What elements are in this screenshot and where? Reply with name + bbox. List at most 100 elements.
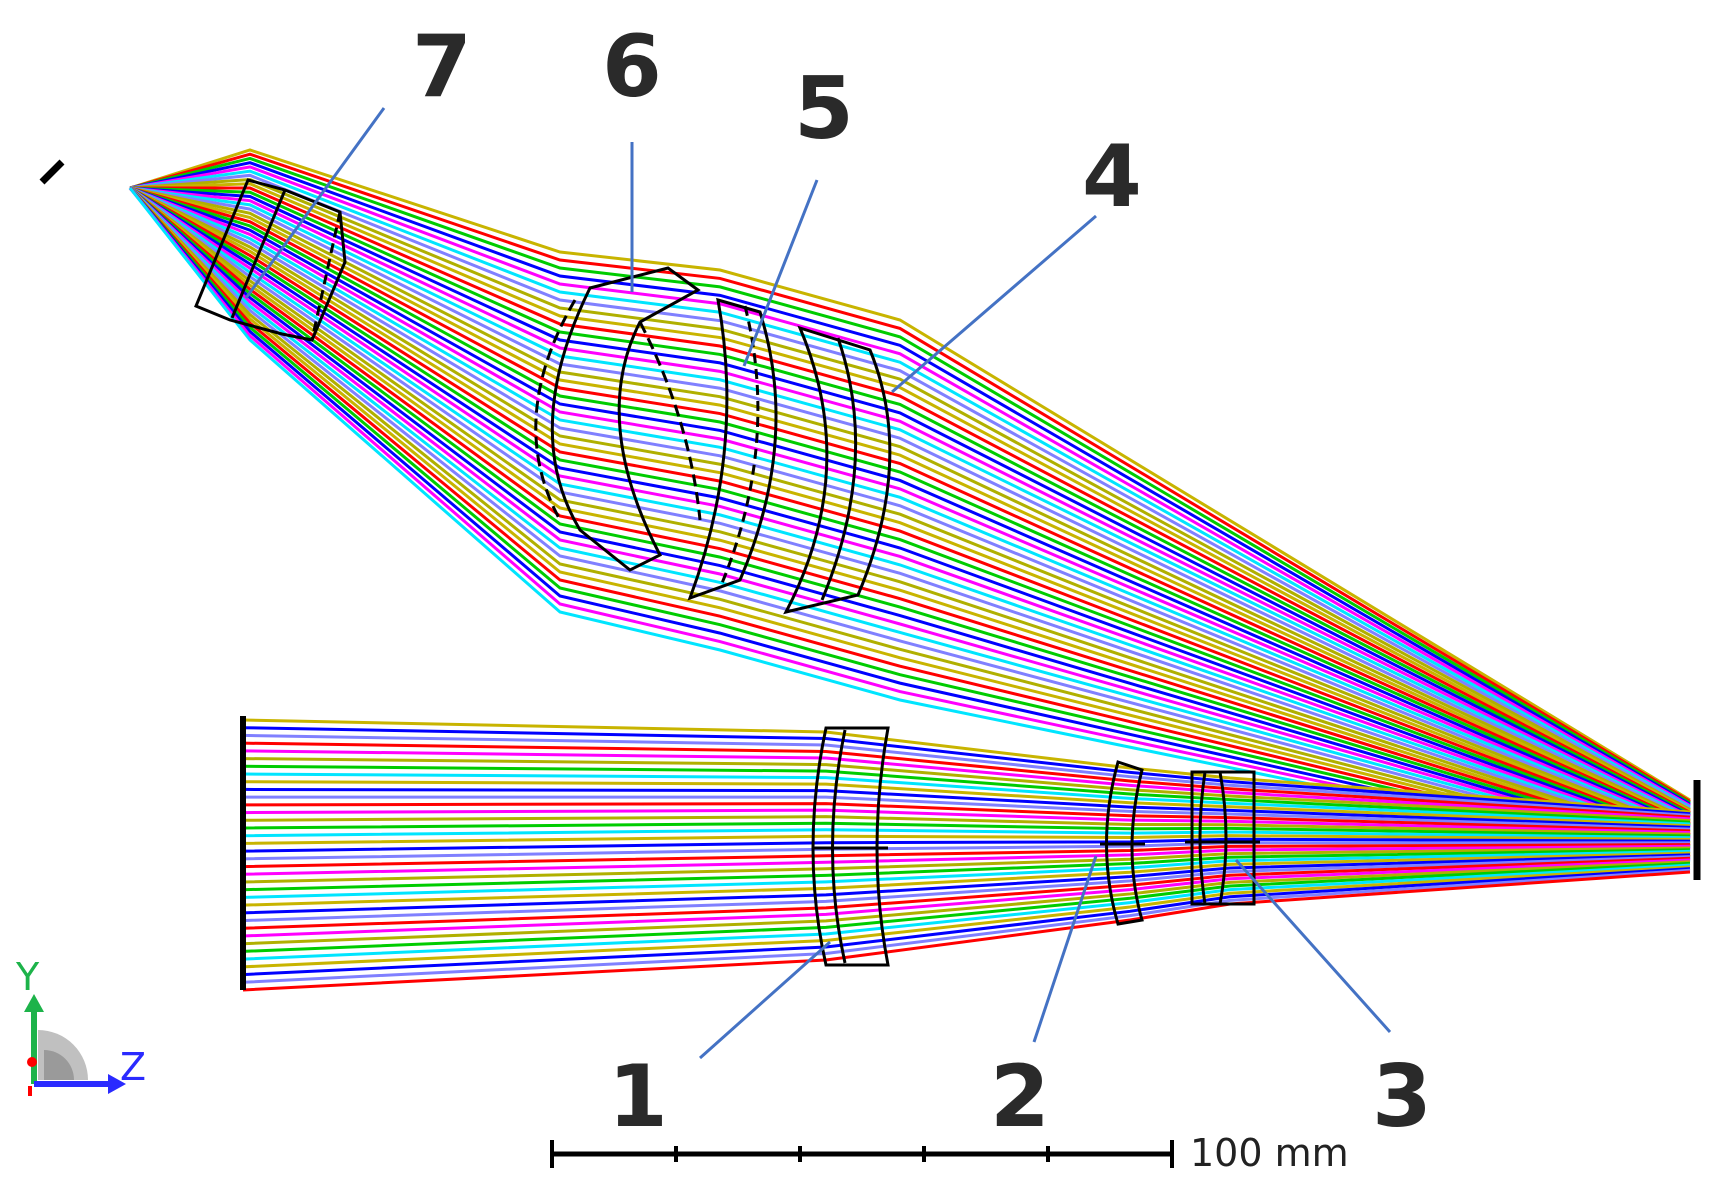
- ray-upper: [129, 186, 1691, 840]
- ray-lower: [242, 764, 1691, 824]
- ray-lower: [242, 841, 1691, 861]
- ray-upper: [129, 186, 1691, 823]
- ray-upper: [128, 186, 1691, 854]
- ray-upper: [129, 186, 1691, 836]
- lens-3: [1185, 770, 1260, 906]
- ray-upper: [129, 186, 1691, 845]
- ray-upper: [129, 186, 1691, 834]
- callout-line-1: [699, 940, 831, 1060]
- ray-lower: [242, 867, 1691, 977]
- ray-lower: [242, 863, 1691, 961]
- ray-lower: [242, 865, 1691, 969]
- ray-lower: [242, 860, 1691, 946]
- axis-y-label: Y: [15, 955, 40, 999]
- ray-upper: [128, 187, 1691, 858]
- ray-lower: [242, 856, 1691, 930]
- callout-label-3: 3: [1372, 1047, 1432, 1147]
- ray-lower: [242, 868, 1691, 984]
- upper-ray-bundle: [128, 148, 1691, 864]
- ray-lower: [242, 821, 1691, 838]
- ray-upper: [129, 186, 1691, 832]
- ray-upper: [128, 186, 1691, 850]
- callout-line-4: [891, 214, 1097, 394]
- ray-lower: [242, 849, 1691, 899]
- ray-lower: [242, 848, 1691, 892]
- ray-upper: [129, 186, 1691, 849]
- ray-lower: [242, 780, 1691, 828]
- ray-upper: [128, 187, 1691, 861]
- ray-lower: [242, 749, 1691, 821]
- ray-lower: [242, 808, 1691, 835]
- ray-upper: [129, 173, 1691, 810]
- ray-upper: [129, 186, 1691, 818]
- ray-upper: [129, 161, 1691, 806]
- callout-line-5: [742, 179, 819, 367]
- ray-lower: [242, 815, 1691, 836]
- ray-upper: [129, 186, 1691, 821]
- ray-upper: [128, 186, 1691, 857]
- ray-upper: [129, 165, 1691, 807]
- ray-upper: [128, 187, 1691, 863]
- callout-lines: [244, 107, 1392, 1060]
- ray-upper: [129, 186, 1691, 816]
- ray-upper: [130, 186, 1691, 814]
- ray-lower: [242, 733, 1691, 817]
- ray-upper: [128, 187, 1691, 864]
- ray-upper: [129, 186, 1691, 820]
- callout-line-3: [1234, 858, 1392, 1034]
- callout-label-5: 5: [794, 59, 854, 159]
- ray-upper: [129, 186, 1691, 838]
- ray-upper: [129, 186, 1691, 831]
- ray-lower: [242, 787, 1691, 829]
- callout-label-2: 2: [990, 1047, 1050, 1147]
- ray-lower: [242, 828, 1691, 840]
- ray-lower: [242, 851, 1691, 907]
- lens-6: [534, 266, 702, 572]
- ray-lower: [242, 853, 1691, 915]
- ray-lower: [242, 858, 1691, 938]
- ray-upper: [129, 156, 1691, 805]
- ray-upper: [129, 186, 1691, 847]
- ray-upper: [129, 186, 1691, 839]
- ray-upper: [128, 187, 1691, 860]
- ray-upper: [129, 186, 1691, 835]
- lens-2: [1100, 760, 1145, 926]
- scale-bar-label: 100 mm: [1190, 1131, 1349, 1175]
- axis-z-label: Z: [120, 1045, 146, 1089]
- ray-upper: [129, 169, 1691, 809]
- ray-lower: [242, 834, 1691, 845]
- ray-upper: [129, 182, 1691, 813]
- ray-upper: [129, 152, 1691, 803]
- ray-upper: [129, 186, 1691, 824]
- callout-line-7: [244, 107, 386, 299]
- ray-upper: [129, 186, 1691, 846]
- lens-4: [783, 325, 892, 615]
- ray-lower: [242, 718, 1691, 814]
- ray-upper: [128, 186, 1691, 852]
- ray-lower: [242, 861, 1691, 953]
- ray-lower: [242, 772, 1691, 826]
- ray-lower: [242, 844, 1691, 876]
- scale-bar: 100 mm: [550, 1131, 1349, 1175]
- ray-upper: [128, 186, 1691, 856]
- ray-upper: [129, 148, 1691, 802]
- ray-lower: [243, 795, 1691, 831]
- callout-label-7: 7: [412, 17, 472, 117]
- ray-upper: [129, 178, 1691, 811]
- lower-ray-bundle: [242, 718, 1691, 992]
- ray-upper: [129, 186, 1691, 825]
- callout-label-1: 1: [608, 1047, 668, 1147]
- ray-upper: [129, 186, 1691, 827]
- callout-label-6: 6: [602, 17, 662, 117]
- lens-1: [811, 726, 890, 967]
- left-top-detector: [39, 159, 65, 185]
- ray-lower: [242, 802, 1691, 833]
- ray-upper: [129, 186, 1691, 817]
- ray-lower: [242, 843, 1691, 869]
- ray-lower: [242, 855, 1691, 923]
- ray-lower: [242, 757, 1691, 823]
- lens-7: [194, 178, 347, 342]
- ray-upper: [129, 186, 1691, 842]
- axis-triad: Y Z: [15, 955, 146, 1096]
